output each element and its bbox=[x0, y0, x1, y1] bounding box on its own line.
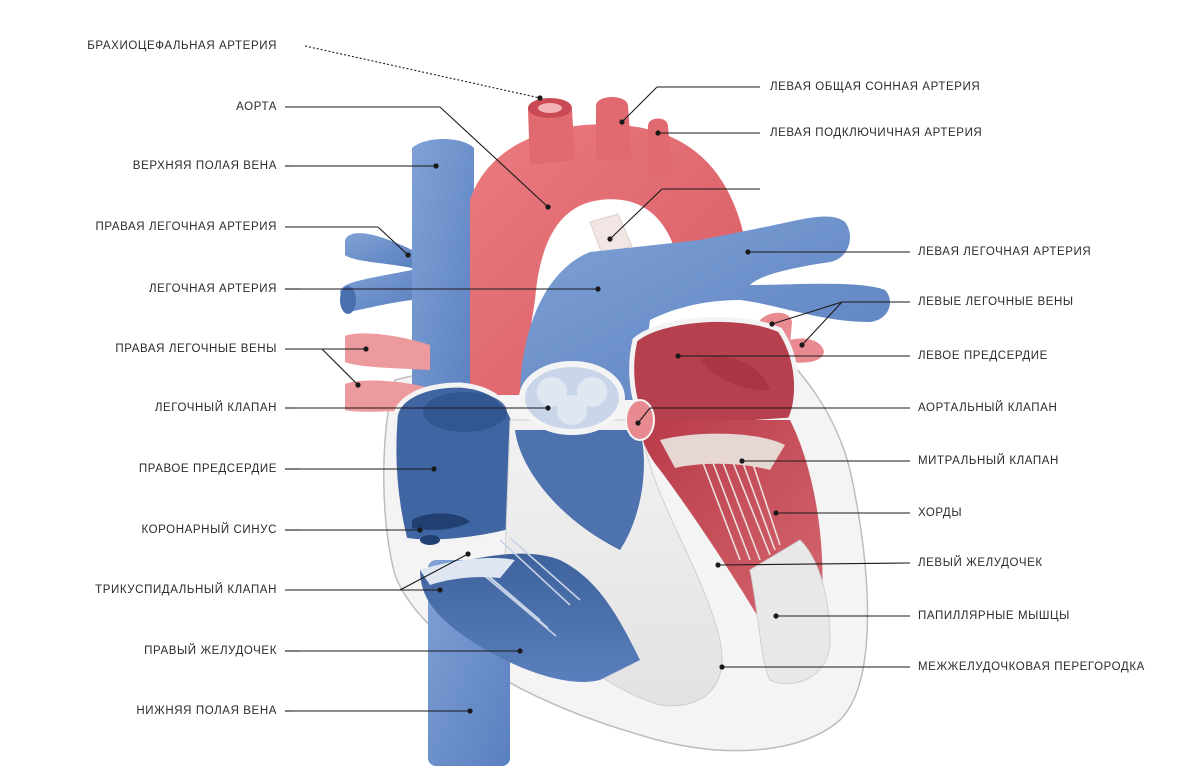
leader-dot-left-10 bbox=[517, 648, 523, 654]
leader-right-6-b bbox=[637, 407, 651, 424]
leader-right-4-c bbox=[801, 301, 843, 346]
leader-dot-right-4-b bbox=[799, 342, 805, 348]
leader-left-9-b bbox=[399, 553, 469, 591]
label-left-7: ПРАВОЕ ПРЕДСЕРДИЕ bbox=[139, 463, 277, 475]
chordae-tendineae bbox=[699, 454, 781, 561]
leader-dot-left-9 bbox=[465, 551, 471, 557]
label-right-3: ЛЕВАЯ ЛЕГОЧНАЯ АРТЕРИЯ bbox=[918, 246, 1091, 258]
label-right-0: ЛЕВАЯ ОБЩАЯ СОННАЯ АРТЕРИЯ bbox=[770, 81, 980, 93]
pulmonary-valve bbox=[519, 361, 625, 435]
leader-dot-left-3 bbox=[405, 252, 411, 258]
leader-lines bbox=[285, 45, 911, 714]
label-right-10: ПАПИЛЛЯРНЫЕ МЫШЦЫ bbox=[918, 610, 1070, 622]
label-right-6: АОРТАЛЬНЫЙ КЛАПАН bbox=[918, 401, 1057, 414]
label-left-5: ПРАВАЯ ЛЕГОЧНЫЕ ВЕНЫ bbox=[115, 343, 277, 355]
aortic-arch bbox=[470, 124, 745, 396]
leader-left-5-c bbox=[321, 348, 359, 386]
right-ventricle bbox=[420, 553, 640, 682]
leader-dot-right-8 bbox=[773, 510, 779, 516]
right-pulmonary-veins bbox=[345, 333, 430, 370]
label-left-9: ТРИКУСПИДАЛЬНЫЙ КЛАПАН bbox=[95, 583, 277, 596]
labels: БРАХИОЦЕФАЛЬНАЯ АРТЕРИЯ АОРТА ВЕРХНЯЯ ПОЛА… bbox=[87, 40, 1145, 717]
label-left-10: ПРАВЫЙ ЖЕЛУДОЧЕК bbox=[144, 644, 277, 657]
leader-dot-left-9-b bbox=[437, 587, 443, 593]
label-left-11: НИЖНЯЯ ПОЛАЯ ВЕНА bbox=[136, 705, 277, 717]
label-left-6: ЛЕГОЧНЫЙ КЛАПАН bbox=[155, 401, 277, 414]
leader-dot-right-3 bbox=[745, 249, 751, 255]
leader-dot-left-5 bbox=[363, 346, 369, 352]
leader-dot-right-4 bbox=[769, 321, 775, 327]
leader-dot-right-0 bbox=[619, 119, 625, 125]
label-left-8: КОРОНАРНЫЙ СИНУС bbox=[141, 523, 277, 536]
leader-dot-right-6 bbox=[635, 420, 641, 426]
label-left-4: ЛЕГОЧНАЯ АРТЕРИЯ bbox=[149, 283, 277, 295]
leader-dot-right-7 bbox=[739, 458, 745, 464]
left-common-carotid-artery bbox=[596, 97, 632, 160]
label-right-5: ЛЕВОЕ ПРЕДСЕРДИЕ bbox=[918, 350, 1048, 362]
label-left-1: АОРТА bbox=[236, 101, 277, 113]
right-pulmonary-artery bbox=[345, 233, 412, 268]
leader-dot-left-2 bbox=[433, 163, 439, 169]
left-subclavian-artery bbox=[648, 118, 672, 175]
leader-dot-right-5 bbox=[675, 353, 681, 359]
leader-dot-left-1 bbox=[545, 204, 551, 210]
label-left-0: БРАХИОЦЕФАЛЬНАЯ АРТЕРИЯ bbox=[87, 40, 277, 52]
leader-dot-left-8 bbox=[417, 527, 423, 533]
left-atrium bbox=[629, 316, 800, 433]
leader-dot-right-1 bbox=[655, 130, 661, 136]
superior-vena-cava bbox=[412, 139, 474, 420]
leader-left-1-b bbox=[439, 106, 549, 208]
label-right-4: ЛЕВЫЕ ЛЕГОЧНЫЕ ВЕНЫ bbox=[918, 296, 1074, 308]
leader-right-9 bbox=[717, 562, 911, 566]
leader-dot-left-7 bbox=[431, 466, 437, 472]
papillary-muscles bbox=[749, 539, 831, 685]
label-right-9: ЛЕВЫЙ ЖЕЛУДОЧЕК bbox=[918, 556, 1043, 569]
leader-dot-left-11 bbox=[467, 708, 473, 714]
label-right-1: ЛЕВАЯ ПОДКЛЮЧИЧНАЯ АРТЕРИЯ bbox=[770, 127, 982, 139]
leader-dot-right-9 bbox=[715, 562, 721, 568]
label-right-8: ХОРДЫ bbox=[918, 507, 962, 519]
leader-dot-left-4 bbox=[595, 286, 601, 292]
coronary-sinus bbox=[412, 513, 470, 530]
leader-dot-right-11 bbox=[719, 664, 725, 670]
leader-right-0-b bbox=[621, 86, 658, 123]
leader-right-2-b bbox=[609, 188, 663, 240]
ligamentum-arteriosum bbox=[589, 213, 633, 255]
label-left-2: ВЕРХНЯЯ ПОЛАЯ ВЕНА bbox=[133, 160, 277, 172]
label-right-11: МЕЖЖЕЛУДОЧКОВАЯ ПЕРЕГОРОДКА bbox=[918, 661, 1145, 673]
leader-dot-right-10 bbox=[773, 613, 779, 619]
leader-dot-right-2 bbox=[607, 236, 613, 242]
tricuspid-valve bbox=[420, 558, 515, 585]
leader-right-4-b bbox=[771, 301, 843, 325]
label-left-3: ПРАВАЯ ЛЕГОЧНАЯ АРТЕРИЯ bbox=[96, 221, 278, 233]
pulmonary-trunk bbox=[520, 216, 890, 400]
leader-left-3-b bbox=[377, 226, 409, 256]
leader-left-0 bbox=[304, 45, 541, 99]
label-right-7: МИТРАЛЬНЫЙ КЛАПАН bbox=[918, 454, 1059, 467]
leader-dot-left-6 bbox=[545, 405, 551, 411]
leader-dot-left-5-b bbox=[355, 382, 361, 388]
leader-dot-left-0 bbox=[537, 95, 543, 101]
